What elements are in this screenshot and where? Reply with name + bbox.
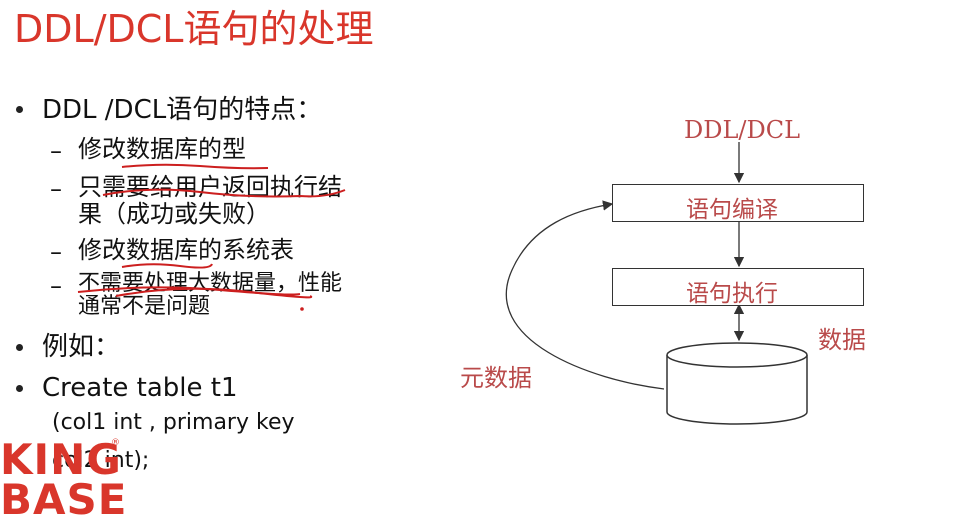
data-label: 数据 [818,326,866,354]
logo-line-2: BASE [0,475,128,524]
bullet-create-table: Create table t1 [42,373,238,403]
execute-box [612,268,864,306]
registered-mark: ® [111,438,120,448]
dash-icon: – [50,137,62,165]
compile-box-label: 语句编译 [686,197,778,223]
dash-icon: – [50,175,62,203]
bullet-dot [16,385,23,392]
feature-item-3: 修改数据库的系统表 [78,236,294,264]
dash-icon: – [50,238,62,266]
bullet-dot [16,106,23,113]
input-label: DDL/DCL [684,116,801,144]
dash-icon: – [50,272,62,300]
bullet-dot [16,344,23,351]
code-line-1: (col1 int , primary key [52,410,295,435]
diagram-lines [505,142,808,425]
logo-line-1: KING [0,435,122,484]
feature-item-2-cont: 果（成功或失败） [78,200,270,228]
slide-title: DDL/DCL语句的处理 [14,7,374,51]
code-line-2: col2 int); [52,448,150,473]
execute-box-label: 语句执行 [686,281,778,307]
bullet-ddl-features: DDL /DCL语句的特点： [42,95,323,125]
feature-item-1: 修改数据库的型 [78,135,246,163]
kingbase-logo: KING BASE [0,435,128,524]
bullet-example: 例如： [42,332,121,362]
compile-box [612,184,864,222]
metadata-label: 元数据 [460,364,532,392]
